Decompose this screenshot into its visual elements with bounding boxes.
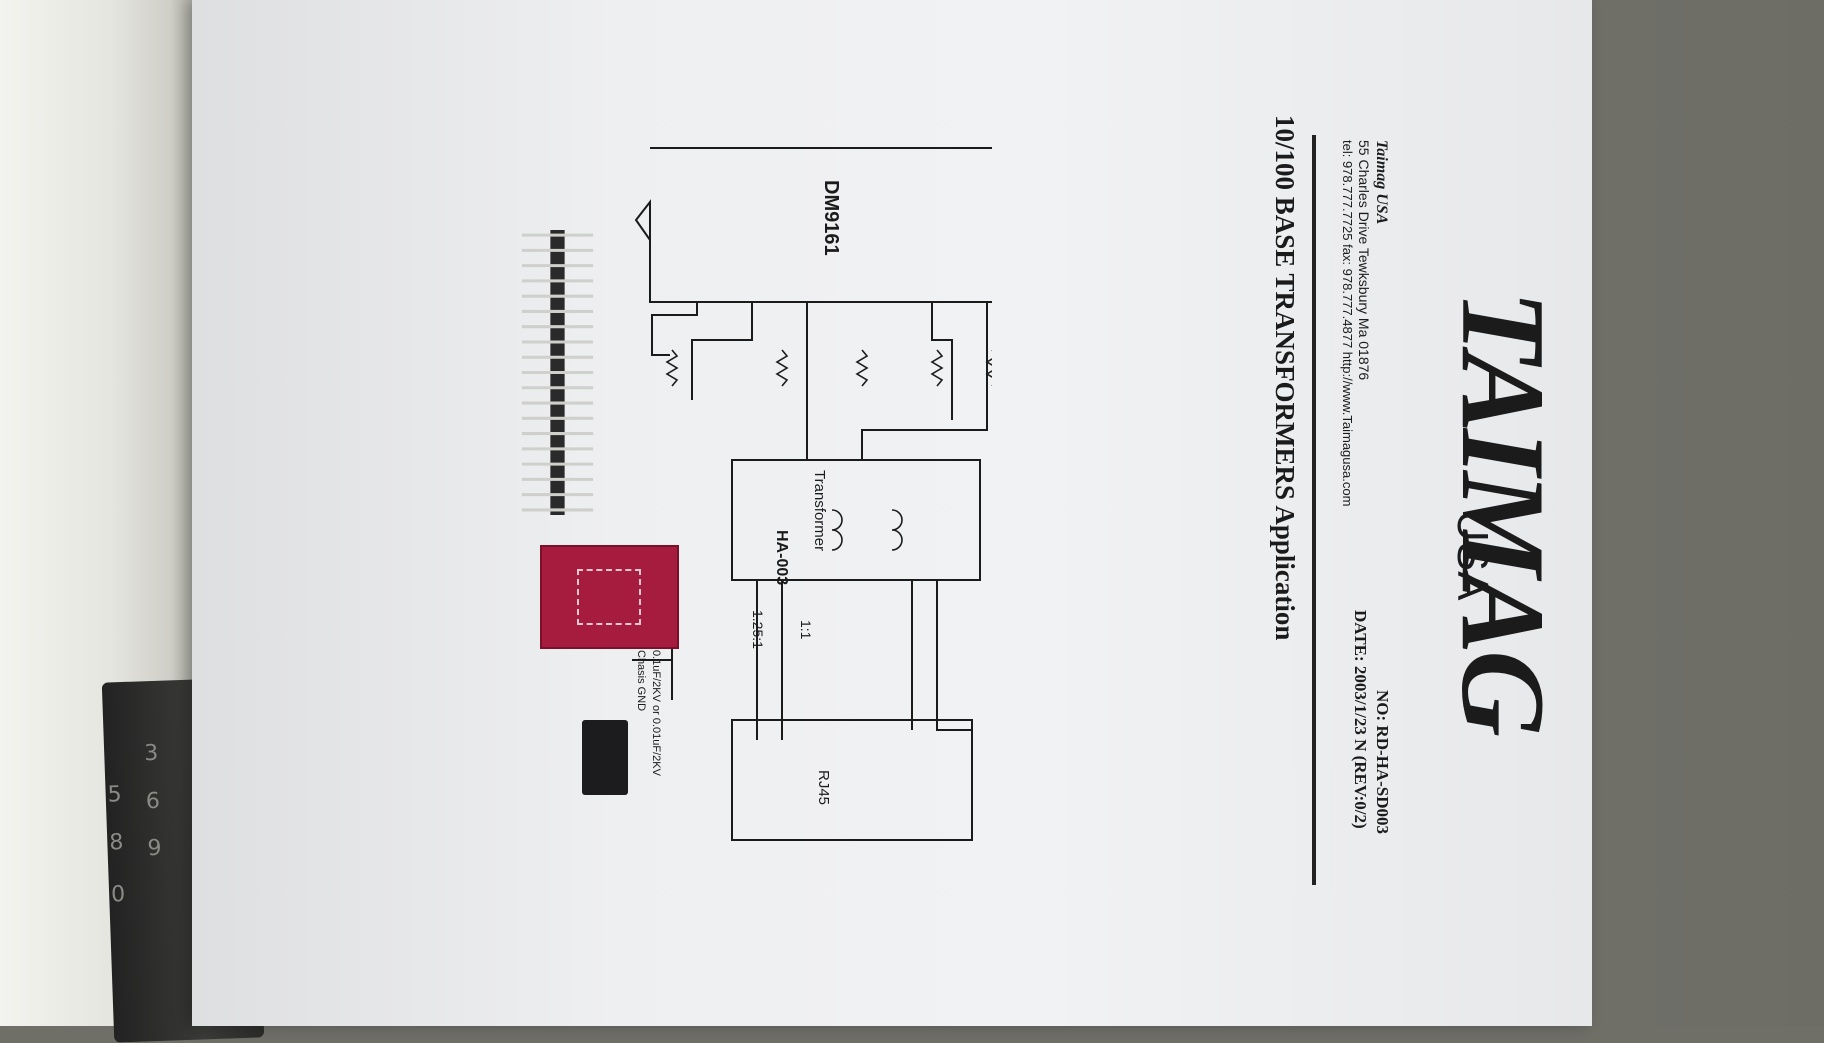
transformer-part: HA-003	[773, 530, 790, 586]
calc-key: 9	[147, 835, 163, 862]
pcb-footprint	[577, 569, 641, 625]
ic-box	[634, 147, 992, 303]
logo-suffix: USA	[1448, 510, 1497, 601]
term-cap-label: 0.1uF/2KV or 0.01uF/2KV	[650, 650, 662, 776]
header-rule	[1312, 135, 1316, 885]
calc-key: 8	[108, 830, 124, 856]
ic-name: DM9161	[820, 180, 842, 256]
ic-chip	[582, 720, 628, 795]
pin-header	[521, 230, 594, 515]
company-name: Taimag USA	[1373, 140, 1390, 225]
transformer-ratio-tx: 1.25:1	[750, 610, 766, 649]
chassis-label: Chasis GND	[635, 650, 647, 712]
document-date: DATE: 2003/1/23 N (REV:0/2)	[1351, 610, 1370, 829]
document-title: 10/100 BASE TRANSFORMERS Application	[1270, 115, 1300, 641]
calc-key: 3	[143, 740, 159, 767]
transformer-ratio-rx: 1:1	[798, 620, 814, 640]
calc-key: 0	[110, 882, 126, 908]
adapter-pcb	[540, 545, 679, 649]
calc-key: 5	[107, 782, 123, 808]
schematic-diagram	[632, 147, 992, 841]
company-contact: tel: 978.777.7725 fax: 978.777.4877 http…	[1340, 140, 1355, 507]
document-number: NO: RD-HA-SD003	[1373, 690, 1392, 835]
datasheet-paper: TAIMAG USA Taimag USA 55 Charles Drive T…	[192, 0, 1592, 1026]
transformer-label: Transformer	[811, 470, 828, 552]
rj45-label: RJ45	[815, 770, 832, 806]
calc-key: 6	[145, 788, 161, 815]
company-address: 55 Charles Drive Tewksbury Ma 01876	[1356, 140, 1372, 381]
